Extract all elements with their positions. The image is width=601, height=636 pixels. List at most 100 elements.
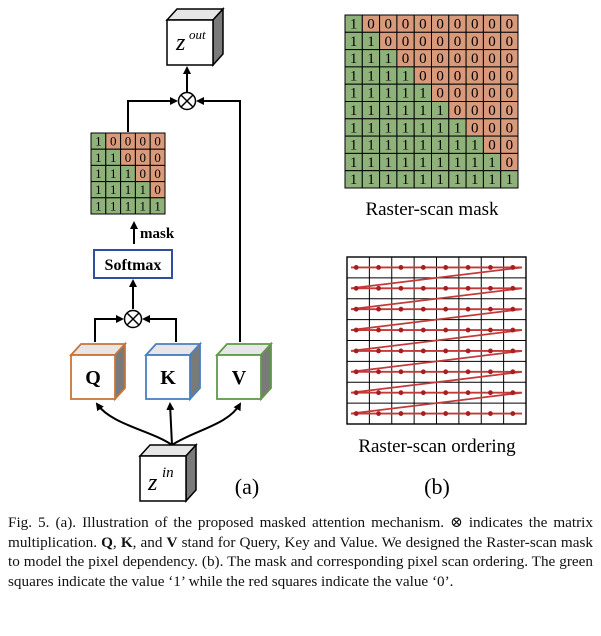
- scan-pixel-dot: [488, 411, 493, 416]
- v-cube: V: [214, 341, 274, 402]
- mask-cell-value: 1: [350, 68, 358, 84]
- mask-cell-value: 0: [506, 120, 514, 136]
- mask-cell-value: 1: [350, 172, 358, 188]
- mask-cell-value: 1: [95, 150, 102, 165]
- scan-pixel-dot: [398, 411, 404, 416]
- mask-cell-value: 1: [350, 103, 358, 119]
- softmax-label: Softmax: [105, 257, 162, 274]
- mask-cell-value: 1: [385, 138, 393, 154]
- scan-pixel-dot: [420, 348, 426, 354]
- scan-pixel-dot: [353, 411, 359, 416]
- mask-cell-value: 1: [436, 120, 444, 136]
- scan-pixel-dot: [353, 327, 359, 333]
- mask-cell-value: 1: [367, 172, 375, 188]
- mask-cell-value: 0: [154, 134, 161, 149]
- caption-part-2: stand for Query, Key and Value. We desig…: [8, 533, 593, 590]
- mask-cell-value: 0: [154, 182, 161, 197]
- mask-cell-value: 0: [140, 150, 147, 165]
- scan-pixel-dot: [376, 327, 381, 333]
- mask-cell-value: 1: [402, 103, 410, 119]
- mask-cell-value: 1: [154, 198, 161, 213]
- mask-cell-value: 1: [350, 120, 358, 136]
- scan-pixel-dot: [353, 390, 359, 396]
- mask-cell-value: 1: [471, 172, 479, 188]
- scan-pixel-dot: [398, 306, 404, 312]
- scan-pixel-dot: [510, 327, 516, 333]
- scan-pixel-dot: [398, 285, 404, 291]
- mask-cell-value: 0: [471, 68, 479, 84]
- mask-cell-value: 1: [350, 51, 358, 67]
- mask-cell-value: 0: [488, 51, 496, 67]
- scan-pixel-dot: [353, 348, 359, 354]
- mask-cell-value: 0: [436, 86, 444, 102]
- mask-cell-value: 0: [488, 86, 496, 102]
- mask-cell-value: 1: [125, 182, 132, 197]
- scan-pixel-dot: [443, 411, 449, 416]
- mask-cell-value: 0: [506, 16, 514, 32]
- panel-b-label: (b): [424, 474, 450, 499]
- mask-cell-value: 1: [488, 155, 496, 171]
- k-label: K: [160, 367, 176, 389]
- q-cube: Q: [68, 341, 128, 402]
- mask-cell-value: 1: [402, 155, 410, 171]
- mask-cell-value: 1: [436, 103, 444, 119]
- mask-cell-value: 0: [488, 138, 496, 154]
- v-label: V: [232, 367, 247, 389]
- scan-pixel-dot: [510, 390, 516, 396]
- mask-cell-value: 0: [125, 150, 132, 165]
- mask-cell-value: 1: [95, 134, 102, 149]
- scan-pixel-dot: [465, 369, 471, 375]
- mask-cell-value: 0: [419, 34, 427, 50]
- scan-pixel-dot: [376, 390, 381, 396]
- scan-pixel-dot: [376, 285, 381, 291]
- mask-cell-value: 0: [385, 34, 393, 50]
- scan-pixel-dot: [465, 327, 471, 333]
- mask-cell-value: 0: [488, 120, 496, 136]
- mask-cell-value: 0: [454, 51, 462, 67]
- scan-pixel-dot: [398, 348, 404, 354]
- caption-k: K: [120, 533, 133, 551]
- mask-cell-value: 0: [140, 166, 147, 181]
- scan-pixel-dot: [398, 390, 404, 396]
- scan-pixel-dot: [353, 265, 359, 270]
- mask-cell-value: 0: [506, 51, 514, 67]
- caption-sep-1: ,: [112, 533, 121, 551]
- scan-pixel-dot: [510, 411, 516, 416]
- scan-pixel-dot: [465, 285, 471, 291]
- mask-cell-value: 0: [367, 16, 375, 32]
- mask-cell-value: 1: [419, 86, 427, 102]
- softmax-box: Softmax: [93, 249, 173, 279]
- scan-pixel-dot: [376, 411, 381, 416]
- scan-pixel-dot: [488, 306, 493, 312]
- mask-cell-value: 1: [402, 86, 410, 102]
- mask-cell-value: 1: [419, 138, 427, 154]
- scan-pixel-dot: [443, 390, 449, 396]
- scan-pixel-dot: [398, 265, 404, 270]
- mask-cell-value: 0: [140, 134, 147, 149]
- z-out-label: z: [175, 30, 186, 56]
- scan-pixel-dot: [510, 265, 516, 270]
- mask-cell-value: 0: [110, 134, 117, 149]
- scan-pixel-dot: [510, 306, 516, 312]
- mask-cell-value: 1: [95, 198, 102, 213]
- scan-pixel-dot: [353, 306, 359, 312]
- mask-cell-value: 1: [367, 103, 375, 119]
- mask-cell-value: 1: [488, 172, 496, 188]
- caption-sep-2: , and: [132, 533, 167, 551]
- mask-cell-value: 1: [350, 86, 358, 102]
- mask-cell-value: 0: [454, 86, 462, 102]
- scan-pixel-dot: [488, 390, 493, 396]
- mask-cell-value: 1: [436, 172, 444, 188]
- scan-pixel-dot: [376, 348, 381, 354]
- mask-cell-value: 1: [385, 172, 393, 188]
- figure-caption: Fig. 5. (a). Illustration of the propose…: [8, 513, 593, 591]
- otimes-top: [177, 91, 197, 111]
- mask-cell-value: 1: [367, 34, 375, 50]
- mask-cell-value: 1: [125, 166, 132, 181]
- scan-pixel-dot: [420, 306, 426, 312]
- mask-cell-value: 0: [506, 103, 514, 119]
- scan-pixel-dot: [465, 411, 471, 416]
- z-in-superscript: in: [162, 465, 174, 481]
